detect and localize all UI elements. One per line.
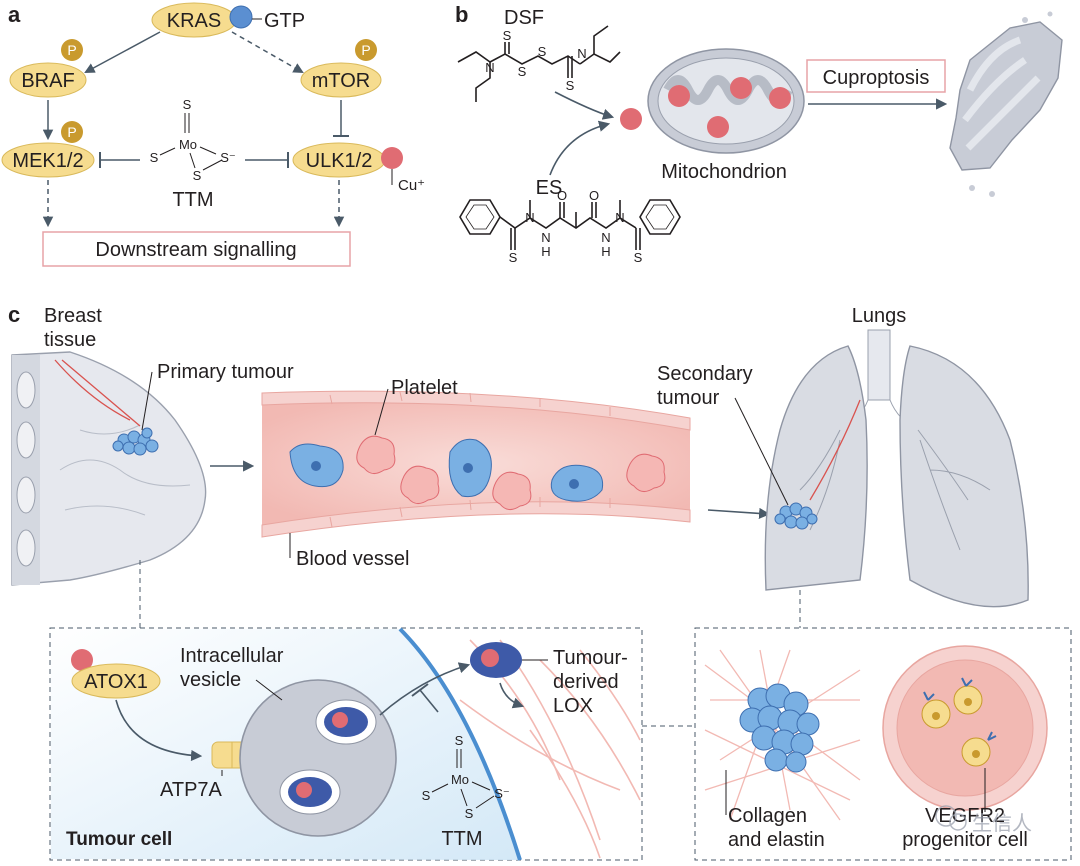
panel-c-letter: c bbox=[8, 302, 20, 327]
panel-b-letter: b bbox=[455, 2, 468, 27]
primary-tumour-label: Primary tumour bbox=[157, 361, 294, 383]
atom-s: S bbox=[455, 733, 464, 748]
ttm-structure-a: S Mo S S⁻ S bbox=[150, 97, 236, 183]
panel-c: c Breast tissue Primary tumour bbox=[8, 302, 1072, 861]
phospho-icon bbox=[61, 121, 83, 143]
lox-label-2: derived bbox=[553, 671, 619, 693]
breast-label-1: Breast bbox=[44, 305, 102, 327]
phospho-label: P bbox=[67, 42, 76, 58]
vegfr2-label-1: VEGFR2 bbox=[925, 805, 1005, 827]
phospho-icon bbox=[61, 39, 83, 61]
atom-mo: Mo bbox=[179, 137, 197, 152]
phospho-icon bbox=[355, 39, 377, 61]
blood-vessel bbox=[261, 390, 691, 538]
mek-label: MEK1/2 bbox=[12, 150, 83, 172]
atom-s: S bbox=[503, 28, 512, 43]
vesicle-label-1: Intracellular bbox=[180, 645, 284, 667]
phospho-label: P bbox=[67, 124, 76, 140]
panel-a-letter: a bbox=[8, 2, 21, 27]
panel-a: a KRAS GTP BRAF P mTOR P MEK1/2 P ULK1/2… bbox=[1, 2, 425, 267]
collagen-label-2: and elastin bbox=[728, 829, 825, 851]
ttm-label-c: TTM bbox=[441, 828, 482, 850]
ttm-structure-c: S Mo S S⁻ S bbox=[422, 733, 510, 821]
atox1-label: ATOX1 bbox=[84, 671, 148, 693]
atom-o: O bbox=[589, 188, 599, 203]
atom-o: O bbox=[557, 188, 567, 203]
atom-s: S bbox=[465, 806, 474, 821]
mtor-label: mTOR bbox=[312, 70, 371, 92]
atom-s: S bbox=[509, 250, 518, 265]
atom-n: N bbox=[541, 230, 550, 245]
atom-n: N bbox=[615, 210, 624, 225]
lox-label-3: LOX bbox=[553, 695, 593, 717]
atom-s: S bbox=[566, 78, 575, 93]
vegfr2-label-2: progenitor cell bbox=[902, 829, 1028, 851]
breast-tissue bbox=[11, 351, 207, 586]
atom-n: N bbox=[577, 46, 586, 61]
atom-s: S bbox=[150, 150, 159, 165]
damaged-mitochondrion bbox=[949, 11, 1063, 197]
braf-node bbox=[9, 62, 87, 98]
mitochondrion-label: Mitochondrion bbox=[661, 161, 787, 183]
dsf-structure bbox=[457, 25, 621, 102]
breast-label-2: tissue bbox=[44, 329, 96, 351]
secondary-tumour-label-1: Secondary bbox=[657, 363, 753, 385]
atom-h: H bbox=[541, 244, 550, 259]
dsf-label: DSF bbox=[504, 7, 544, 29]
atom-s: S bbox=[193, 168, 202, 183]
kras-label: KRAS bbox=[167, 10, 221, 32]
atom-s: S bbox=[634, 250, 643, 265]
atom-s: S bbox=[422, 788, 431, 803]
atom-s: S bbox=[538, 44, 547, 59]
watermark: 生信人 bbox=[935, 805, 1032, 835]
copper-icon bbox=[620, 108, 642, 130]
atom-n: N bbox=[525, 210, 534, 225]
lungs-label: Lungs bbox=[852, 305, 907, 327]
watermark-text: 生信人 bbox=[972, 812, 1032, 835]
tumour-cluster bbox=[739, 683, 820, 773]
cu-label: Cu⁺ bbox=[398, 177, 425, 194]
lungs bbox=[764, 329, 1029, 608]
copper-icon bbox=[381, 147, 403, 169]
gtp-icon bbox=[229, 5, 253, 29]
cuproptosis-label: Cuproptosis bbox=[823, 67, 930, 89]
vegfr2-vessel bbox=[882, 645, 1048, 811]
gtp-label: GTP bbox=[264, 10, 305, 32]
atom-s-minus: S⁻ bbox=[494, 786, 510, 801]
mtor-node bbox=[300, 62, 382, 98]
collagen-label-1: Collagen bbox=[728, 805, 807, 827]
braf-label: BRAF bbox=[21, 70, 74, 92]
atom-n: N bbox=[485, 60, 494, 75]
phospho-label: P bbox=[361, 42, 370, 58]
platelet-label: Platelet bbox=[391, 377, 458, 399]
mitochondrion bbox=[647, 48, 805, 154]
cuproptosis-box bbox=[806, 59, 946, 93]
blood-vessel-label: Blood vessel bbox=[296, 548, 409, 570]
secondary-tumour-label-2: tumour bbox=[657, 387, 720, 409]
es-label: ES bbox=[536, 177, 563, 199]
vesicle-label-2: vesicle bbox=[180, 669, 241, 691]
atom-s: S bbox=[518, 64, 527, 79]
downstream-label: Downstream signalling bbox=[95, 239, 296, 261]
atp7a-label: ATP7A bbox=[160, 779, 223, 801]
atom-n: N bbox=[601, 230, 610, 245]
atox1-node bbox=[71, 663, 161, 699]
atom-h: H bbox=[601, 244, 610, 259]
atom-mo: Mo bbox=[451, 772, 469, 787]
tumour-cell-label: Tumour cell bbox=[66, 829, 172, 850]
atom-s: S bbox=[183, 97, 192, 112]
ttm-label-a: TTM bbox=[172, 189, 213, 211]
ulk-label: ULK1/2 bbox=[306, 150, 373, 172]
atom-s-minus: S⁻ bbox=[220, 150, 236, 165]
es-structure bbox=[459, 199, 681, 250]
mek-node bbox=[1, 142, 95, 178]
panel-b: b DSF S N S S S N ES bbox=[455, 2, 1063, 265]
downstream-box bbox=[42, 231, 351, 267]
lox-label-1: Tumour- bbox=[553, 647, 628, 669]
